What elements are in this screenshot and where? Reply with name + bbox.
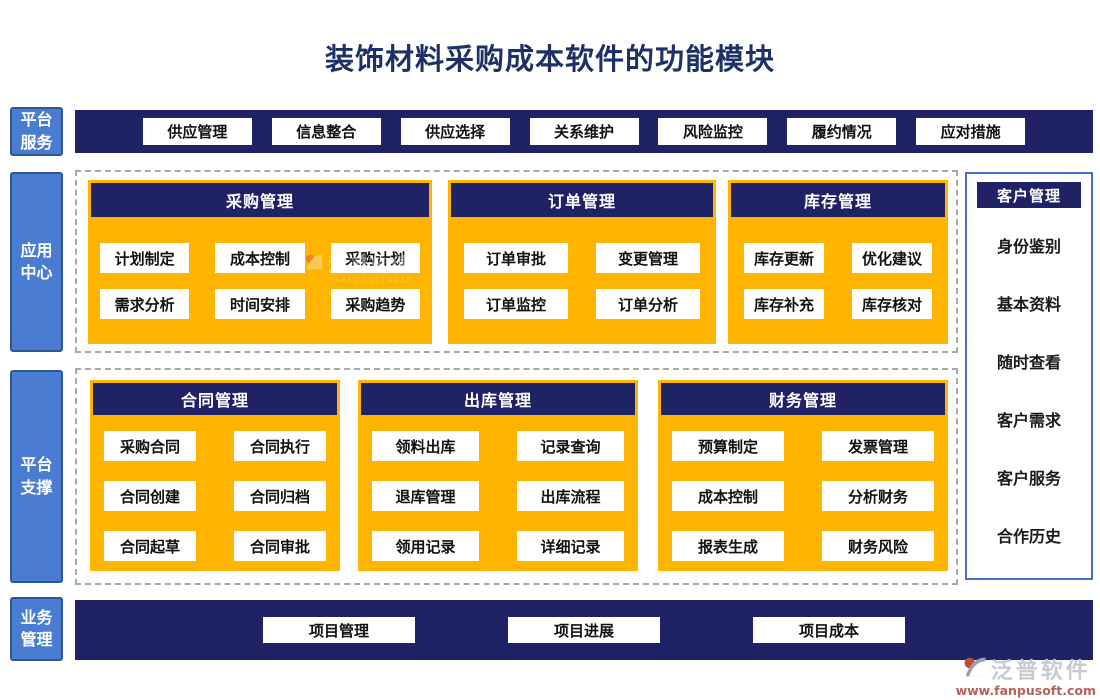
module-budget-formulation[interactable]: 预算制定	[672, 431, 784, 461]
module-inventory-check[interactable]: 库存核对	[852, 289, 932, 319]
module-financial-risk[interactable]: 财务风险	[822, 531, 934, 561]
panel-title-outbound: 出库管理	[361, 383, 635, 415]
panel-title-contract: 合同管理	[93, 383, 337, 415]
panel-title-procurement: 采购管理	[91, 183, 429, 217]
panel-contract-management: 合同管理 采购合同 合同执行 合同创建 合同归档 合同起草 合同审批	[90, 380, 340, 571]
rail-app-center: 应用中心	[10, 172, 63, 352]
panel-title-finance: 财务管理	[661, 383, 945, 415]
module-cost-control[interactable]: 成本控制	[215, 243, 305, 273]
panel-order-management: 订单管理 订单审批 变更管理 订单监控 订单分析	[448, 180, 716, 344]
platform-service-bar: 供应管理 信息整合 供应选择 关系维护 风险监控 履约情况 应对措施	[75, 110, 1093, 153]
module-change-management[interactable]: 变更管理	[596, 243, 700, 273]
module-detailed-record[interactable]: 详细记录	[517, 531, 624, 561]
module-customer-demand[interactable]: 客户需求	[996, 411, 1061, 430]
module-contract-approval[interactable]: 合同审批	[234, 531, 326, 561]
module-procurement-trend[interactable]: 采购趋势	[330, 289, 420, 319]
module-supply-selection[interactable]: 供应选择	[400, 118, 510, 145]
rail-platform-service: 平台服务	[10, 107, 63, 156]
module-project-progress[interactable]: 项目进展	[508, 617, 660, 643]
module-info-integration[interactable]: 信息整合	[271, 118, 381, 145]
panel-title-inventory: 库存管理	[731, 183, 945, 217]
panel-procurement-management: 采购管理 计划制定 成本控制 采购计划 需求分析 时间安排 采购趋势	[88, 180, 432, 344]
module-supply-management[interactable]: 供应管理	[142, 118, 252, 145]
module-requisition-record[interactable]: 领用记录	[372, 531, 479, 561]
module-order-approval[interactable]: 订单审批	[464, 243, 568, 273]
business-management-bar: 项目管理 项目进展 项目成本	[75, 600, 1093, 660]
watermark-url: www.fanpusoft.com	[955, 683, 1096, 698]
module-invoice-management[interactable]: 发票管理	[822, 431, 934, 461]
module-cooperation-history[interactable]: 合作历史	[996, 527, 1061, 546]
module-order-monitoring[interactable]: 订单监控	[464, 289, 568, 319]
module-relation-maintenance[interactable]: 关系维护	[529, 118, 639, 145]
module-demand-analysis[interactable]: 需求分析	[100, 289, 190, 319]
module-contract-creation[interactable]: 合同创建	[104, 481, 196, 511]
module-outbound-process[interactable]: 出库流程	[517, 481, 624, 511]
panel-title-customer: 客户管理	[977, 182, 1081, 208]
module-contract-execution[interactable]: 合同执行	[234, 431, 326, 461]
module-return-management[interactable]: 退库管理	[372, 481, 479, 511]
module-order-analysis[interactable]: 订单分析	[596, 289, 700, 319]
module-identity-verification[interactable]: 身份鉴别	[996, 237, 1061, 256]
module-anytime-view[interactable]: 随时查看	[996, 353, 1061, 372]
module-performance-status[interactable]: 履约情况	[787, 118, 897, 145]
module-inventory-replenish[interactable]: 库存补充	[744, 289, 824, 319]
panel-inventory-management: 库存管理 库存更新 优化建议 库存补充 库存核对	[728, 180, 948, 344]
module-procurement-plan[interactable]: 采购计划	[330, 243, 420, 273]
module-customer-service[interactable]: 客户服务	[996, 469, 1061, 488]
module-countermeasures[interactable]: 应对措施	[916, 118, 1026, 145]
panel-finance-management: 财务管理 预算制定 发票管理 成本控制 分析财务 报表生成 财务风险	[658, 380, 948, 571]
procurement-items: 计划制定 成本控制 采购计划 需求分析 时间安排 采购趋势	[88, 220, 432, 319]
module-time-schedule[interactable]: 时间安排	[215, 289, 305, 319]
module-optimization-advice[interactable]: 优化建议	[852, 243, 932, 273]
order-items: 订单审批 变更管理 订单监控 订单分析	[448, 220, 716, 319]
module-project-management[interactable]: 项目管理	[263, 617, 415, 643]
page-title: 装饰材料采购成本软件的功能模块	[324, 42, 775, 76]
module-inventory-update[interactable]: 库存更新	[744, 243, 824, 273]
module-report-generation[interactable]: 报表生成	[672, 531, 784, 561]
module-plan-formulation[interactable]: 计划制定	[100, 243, 190, 273]
app-center-zone	[75, 170, 958, 353]
outbound-items: 领料出库 记录查询 退库管理 出库流程 领用记录 详细记录	[358, 418, 638, 561]
panel-customer-management: 客户管理 身份鉴别 基本资料 随时查看 客户需求 客户服务 合作历史	[965, 172, 1093, 580]
contract-items: 采购合同 合同执行 合同创建 合同归档 合同起草 合同审批	[90, 418, 340, 561]
panel-outbound-management: 出库管理 领料出库 记录查询 退库管理 出库流程 领用记录 详细记录	[358, 380, 638, 571]
module-record-query[interactable]: 记录查询	[517, 431, 624, 461]
module-material-outbound[interactable]: 领料出库	[372, 431, 479, 461]
rail-business-management: 业务管理	[10, 597, 63, 661]
rail-platform-support: 平台支撑	[10, 370, 63, 583]
module-finance-analysis[interactable]: 分析财务	[822, 481, 934, 511]
customer-items: 身份鉴别 基本资料 随时查看 客户需求 客户服务 合作历史	[967, 208, 1091, 578]
module-contract-archiving[interactable]: 合同归档	[234, 481, 326, 511]
module-risk-monitor[interactable]: 风险监控	[658, 118, 768, 145]
module-basic-info[interactable]: 基本资料	[996, 295, 1061, 314]
panel-title-order: 订单管理	[451, 183, 713, 217]
inventory-items: 库存更新 优化建议 库存补充 库存核对	[728, 220, 948, 319]
module-procurement-contract[interactable]: 采购合同	[104, 431, 196, 461]
module-finance-cost-control[interactable]: 成本控制	[672, 481, 784, 511]
platform-support-zone	[75, 368, 958, 585]
finance-items: 预算制定 发票管理 成本控制 分析财务 报表生成 财务风险	[658, 418, 948, 561]
module-project-cost[interactable]: 项目成本	[753, 617, 905, 643]
module-contract-drafting[interactable]: 合同起草	[104, 531, 196, 561]
